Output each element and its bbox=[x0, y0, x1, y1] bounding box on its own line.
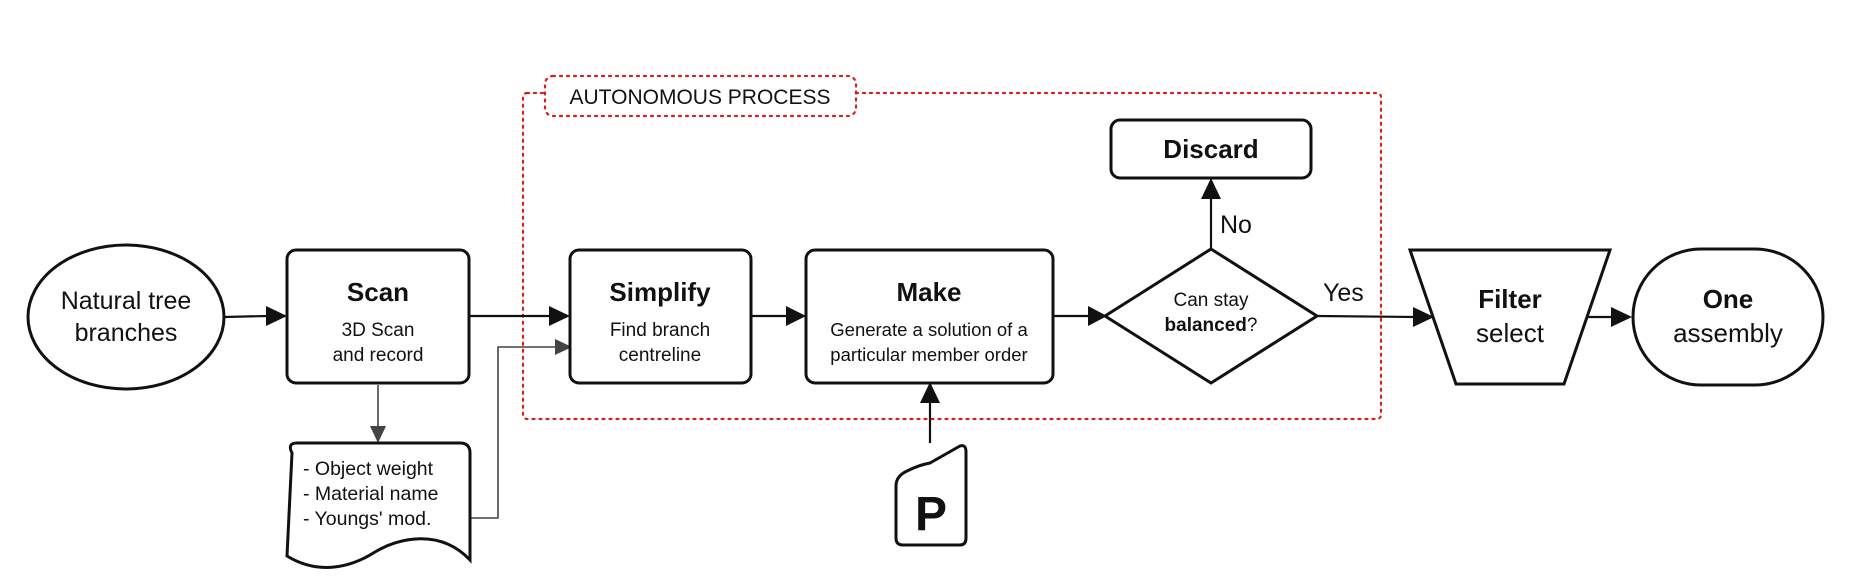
output-line1: assembly bbox=[1673, 318, 1783, 348]
make-box bbox=[804, 248, 1055, 385]
simplify-line1: Find branch bbox=[610, 320, 710, 341]
decision-line2: balanced? bbox=[1165, 315, 1258, 336]
node-natural-tree-branches: Natural tree branches bbox=[26, 243, 226, 391]
input-ellipse bbox=[26, 243, 226, 391]
node-one-assembly: One assembly bbox=[1631, 247, 1825, 387]
arrow-head-document bbox=[370, 426, 386, 443]
scan-title: Scan bbox=[347, 277, 409, 307]
discard-title: Discard bbox=[1163, 134, 1258, 164]
node-decision: Can stay balanced? bbox=[1102, 247, 1320, 385]
simplify-title: Simplify bbox=[609, 277, 711, 307]
arrow-head-make bbox=[786, 306, 806, 326]
scan-box bbox=[285, 248, 471, 385]
node-p-symbol: P bbox=[894, 444, 968, 547]
scan-line2: and record bbox=[333, 345, 424, 366]
connector-decision-filter bbox=[1316, 314, 1415, 319]
node-simplify: Simplify Find branch centreline bbox=[568, 248, 753, 385]
connector-input-scan bbox=[223, 314, 268, 319]
node-discard: Discard bbox=[1109, 118, 1313, 180]
autonomous-label: AUTONOMOUS PROCESS bbox=[570, 86, 831, 109]
node-filter: Filter select bbox=[1407, 248, 1613, 386]
arrow-head-decision bbox=[1088, 306, 1107, 326]
output-title: One bbox=[1703, 284, 1754, 314]
document-item-2: - Material name bbox=[303, 483, 438, 505]
autonomous-region bbox=[521, 91, 1383, 421]
arrow-head-discard bbox=[1201, 178, 1221, 199]
make-title: Make bbox=[896, 277, 961, 307]
decision-line2-tail: ? bbox=[1247, 315, 1258, 336]
input-line2: branches bbox=[75, 319, 178, 347]
arrow-head-scan bbox=[266, 306, 287, 326]
arrow-head-make-input bbox=[920, 382, 940, 403]
document-item-3: - Youngs' mod. bbox=[303, 508, 431, 530]
p-symbol-label: P bbox=[915, 488, 947, 541]
filter-title: Filter bbox=[1478, 284, 1542, 314]
decision-line1: Can stay bbox=[1174, 290, 1249, 311]
simplify-line2: centreline bbox=[619, 345, 701, 366]
arrow-head-output bbox=[1611, 307, 1632, 327]
document-item-1: - Object weight bbox=[303, 458, 434, 480]
filter-trapezoid bbox=[1407, 248, 1613, 386]
arrow-head-simplify-secondary bbox=[555, 339, 572, 355]
decision-line2-bold: balanced bbox=[1165, 315, 1247, 336]
node-scan: Scan 3D Scan and record bbox=[285, 248, 471, 385]
input-line1: Natural tree bbox=[61, 287, 192, 315]
scan-line1: 3D Scan bbox=[342, 320, 415, 341]
discard-box bbox=[1109, 118, 1313, 180]
edge-label-no: No bbox=[1220, 211, 1252, 239]
arrow-head-filter bbox=[1413, 307, 1434, 327]
simplify-box bbox=[568, 248, 753, 385]
p-symbol-shape bbox=[894, 444, 968, 547]
filter-line1: select bbox=[1476, 318, 1545, 348]
node-document: - Object weight - Material name - Youngs… bbox=[285, 441, 472, 569]
node-make: Make Generate a solution of a particular… bbox=[804, 248, 1055, 385]
output-stadium bbox=[1631, 247, 1825, 387]
make-line1: Generate a solution of a bbox=[830, 319, 1028, 340]
decision-diamond bbox=[1102, 247, 1320, 385]
autonomous-label-box bbox=[543, 74, 858, 118]
make-line2: particular member order bbox=[830, 344, 1027, 365]
document-shape bbox=[285, 441, 472, 569]
arrow-head-simplify bbox=[549, 306, 570, 326]
connector-document-simplify bbox=[470, 346, 556, 519]
edge-label-yes: Yes bbox=[1323, 279, 1364, 307]
